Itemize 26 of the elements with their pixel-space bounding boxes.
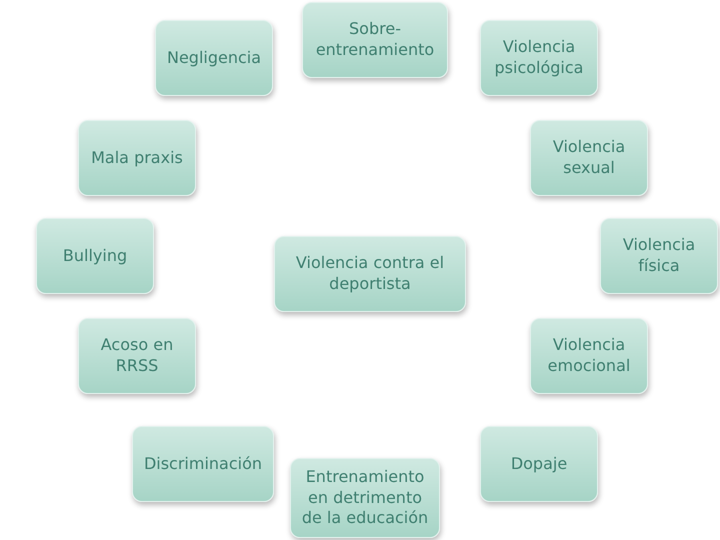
node-text: Mala praxis	[91, 148, 183, 168]
process-box	[480, 426, 598, 502]
node-text: Violencia contra el deportista	[294, 253, 446, 295]
node-text: Discriminación	[144, 454, 262, 474]
process-box	[530, 318, 648, 394]
node-text: Acoso en RRSS	[100, 335, 174, 377]
node-text: Violencia psicológica	[494, 37, 584, 79]
node-text: Dopaje	[510, 454, 568, 474]
process-box	[302, 2, 448, 78]
process-box	[155, 20, 273, 96]
process-box	[480, 20, 598, 96]
node-text: Bullying	[62, 246, 128, 266]
process-box	[274, 236, 466, 312]
process-box	[36, 218, 154, 294]
node-text: Entrenamiento en detrimento de la educación	[300, 466, 430, 530]
node-text: Violencia sexual	[552, 137, 626, 179]
process-box	[78, 318, 196, 394]
node-text: Sobre-entrenamiento	[314, 19, 436, 61]
node-text: Violencia emocional	[546, 335, 632, 377]
process-box	[290, 458, 440, 538]
node-text: Violencia física	[622, 235, 696, 277]
process-box	[600, 218, 718, 294]
process-box	[78, 120, 196, 196]
node-text: Negligencia	[166, 48, 262, 68]
process-box	[132, 426, 274, 502]
process-box	[530, 120, 648, 196]
